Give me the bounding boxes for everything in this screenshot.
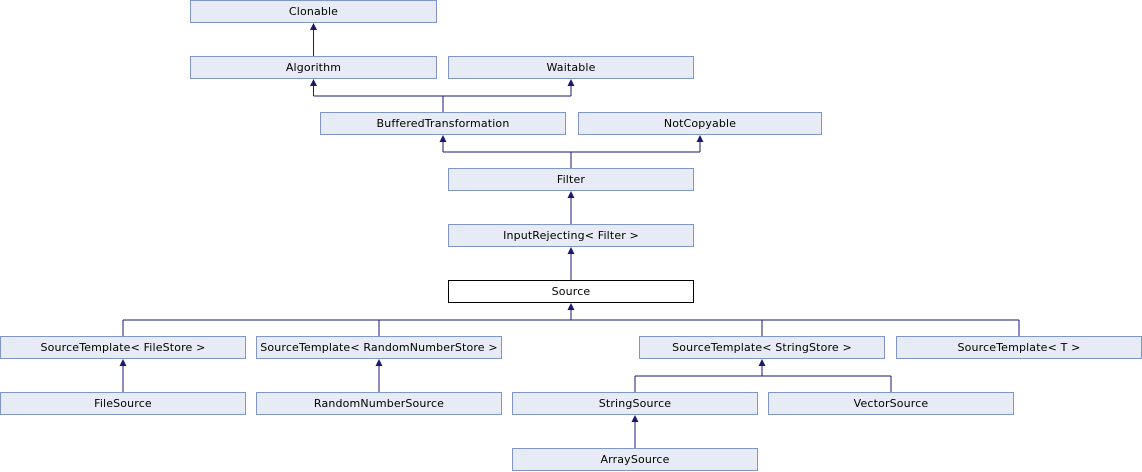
class-node-clonable[interactable]: Clonable: [190, 0, 437, 23]
inheritance-arrowhead: [310, 23, 317, 30]
class-node-label: Algorithm: [285, 61, 342, 74]
class-node-buffered[interactable]: BufferedTransformation: [320, 112, 566, 135]
class-node-st_t[interactable]: SourceTemplate< T >: [896, 336, 1142, 359]
class-node-source[interactable]: Source: [448, 280, 694, 303]
class-node-label: SourceTemplate< RandomNumberStore >: [260, 341, 498, 354]
class-node-label: SourceTemplate< FileStore >: [40, 341, 206, 354]
inheritance-arrowhead: [567, 247, 575, 254]
inheritance-arrowhead: [439, 135, 447, 142]
class-node-st_string[interactable]: SourceTemplate< StringStore >: [639, 336, 885, 359]
inheritance-arrowhead: [375, 359, 383, 366]
class-node-label: RandomNumberSource: [313, 397, 445, 410]
class-node-label: BufferedTransformation: [376, 117, 510, 130]
class-node-label: SourceTemplate< T >: [957, 341, 1081, 354]
class-node-label: ArraySource: [600, 453, 670, 466]
class-node-st_filestore[interactable]: SourceTemplate< FileStore >: [0, 336, 246, 359]
class-node-label: VectorSource: [853, 397, 929, 410]
inheritance-arrowhead: [567, 79, 575, 86]
class-node-stringsrc[interactable]: StringSource: [512, 392, 758, 415]
class-node-filesource[interactable]: FileSource: [0, 392, 246, 415]
class-node-label: FileSource: [94, 397, 152, 410]
class-node-label: Waitable: [546, 61, 596, 74]
class-node-notcopyable[interactable]: NotCopyable: [578, 112, 822, 135]
inheritance-arrowhead: [567, 191, 575, 198]
class-node-waitable[interactable]: Waitable: [448, 56, 694, 79]
class-node-label: StringSource: [598, 397, 672, 410]
class-node-label: Filter: [556, 173, 586, 186]
class-node-label: Clonable: [288, 5, 339, 18]
inheritance-arrowhead: [696, 135, 704, 142]
inheritance-arrowhead: [567, 303, 575, 310]
class-node-label: InputRejecting< Filter >: [503, 229, 639, 242]
class-node-filter[interactable]: Filter: [448, 168, 694, 191]
inheritance-arrowhead: [310, 79, 317, 86]
class-node-vectorsrc[interactable]: VectorSource: [768, 392, 1014, 415]
class-node-inputrej[interactable]: InputRejecting< Filter >: [448, 224, 694, 247]
class-node-label: NotCopyable: [663, 117, 737, 130]
class-node-label: Source: [551, 285, 591, 298]
class-node-arraysource[interactable]: ArraySource: [512, 448, 758, 471]
inheritance-arrowhead: [758, 359, 766, 366]
class-node-randsource[interactable]: RandomNumberSource: [256, 392, 502, 415]
inheritance-arrowhead: [631, 415, 639, 422]
class-node-st_rand[interactable]: SourceTemplate< RandomNumberStore >: [256, 336, 502, 359]
class-node-label: SourceTemplate< StringStore >: [672, 341, 852, 354]
class-node-algorithm[interactable]: Algorithm: [190, 56, 437, 79]
inheritance-arrowhead: [119, 359, 127, 366]
